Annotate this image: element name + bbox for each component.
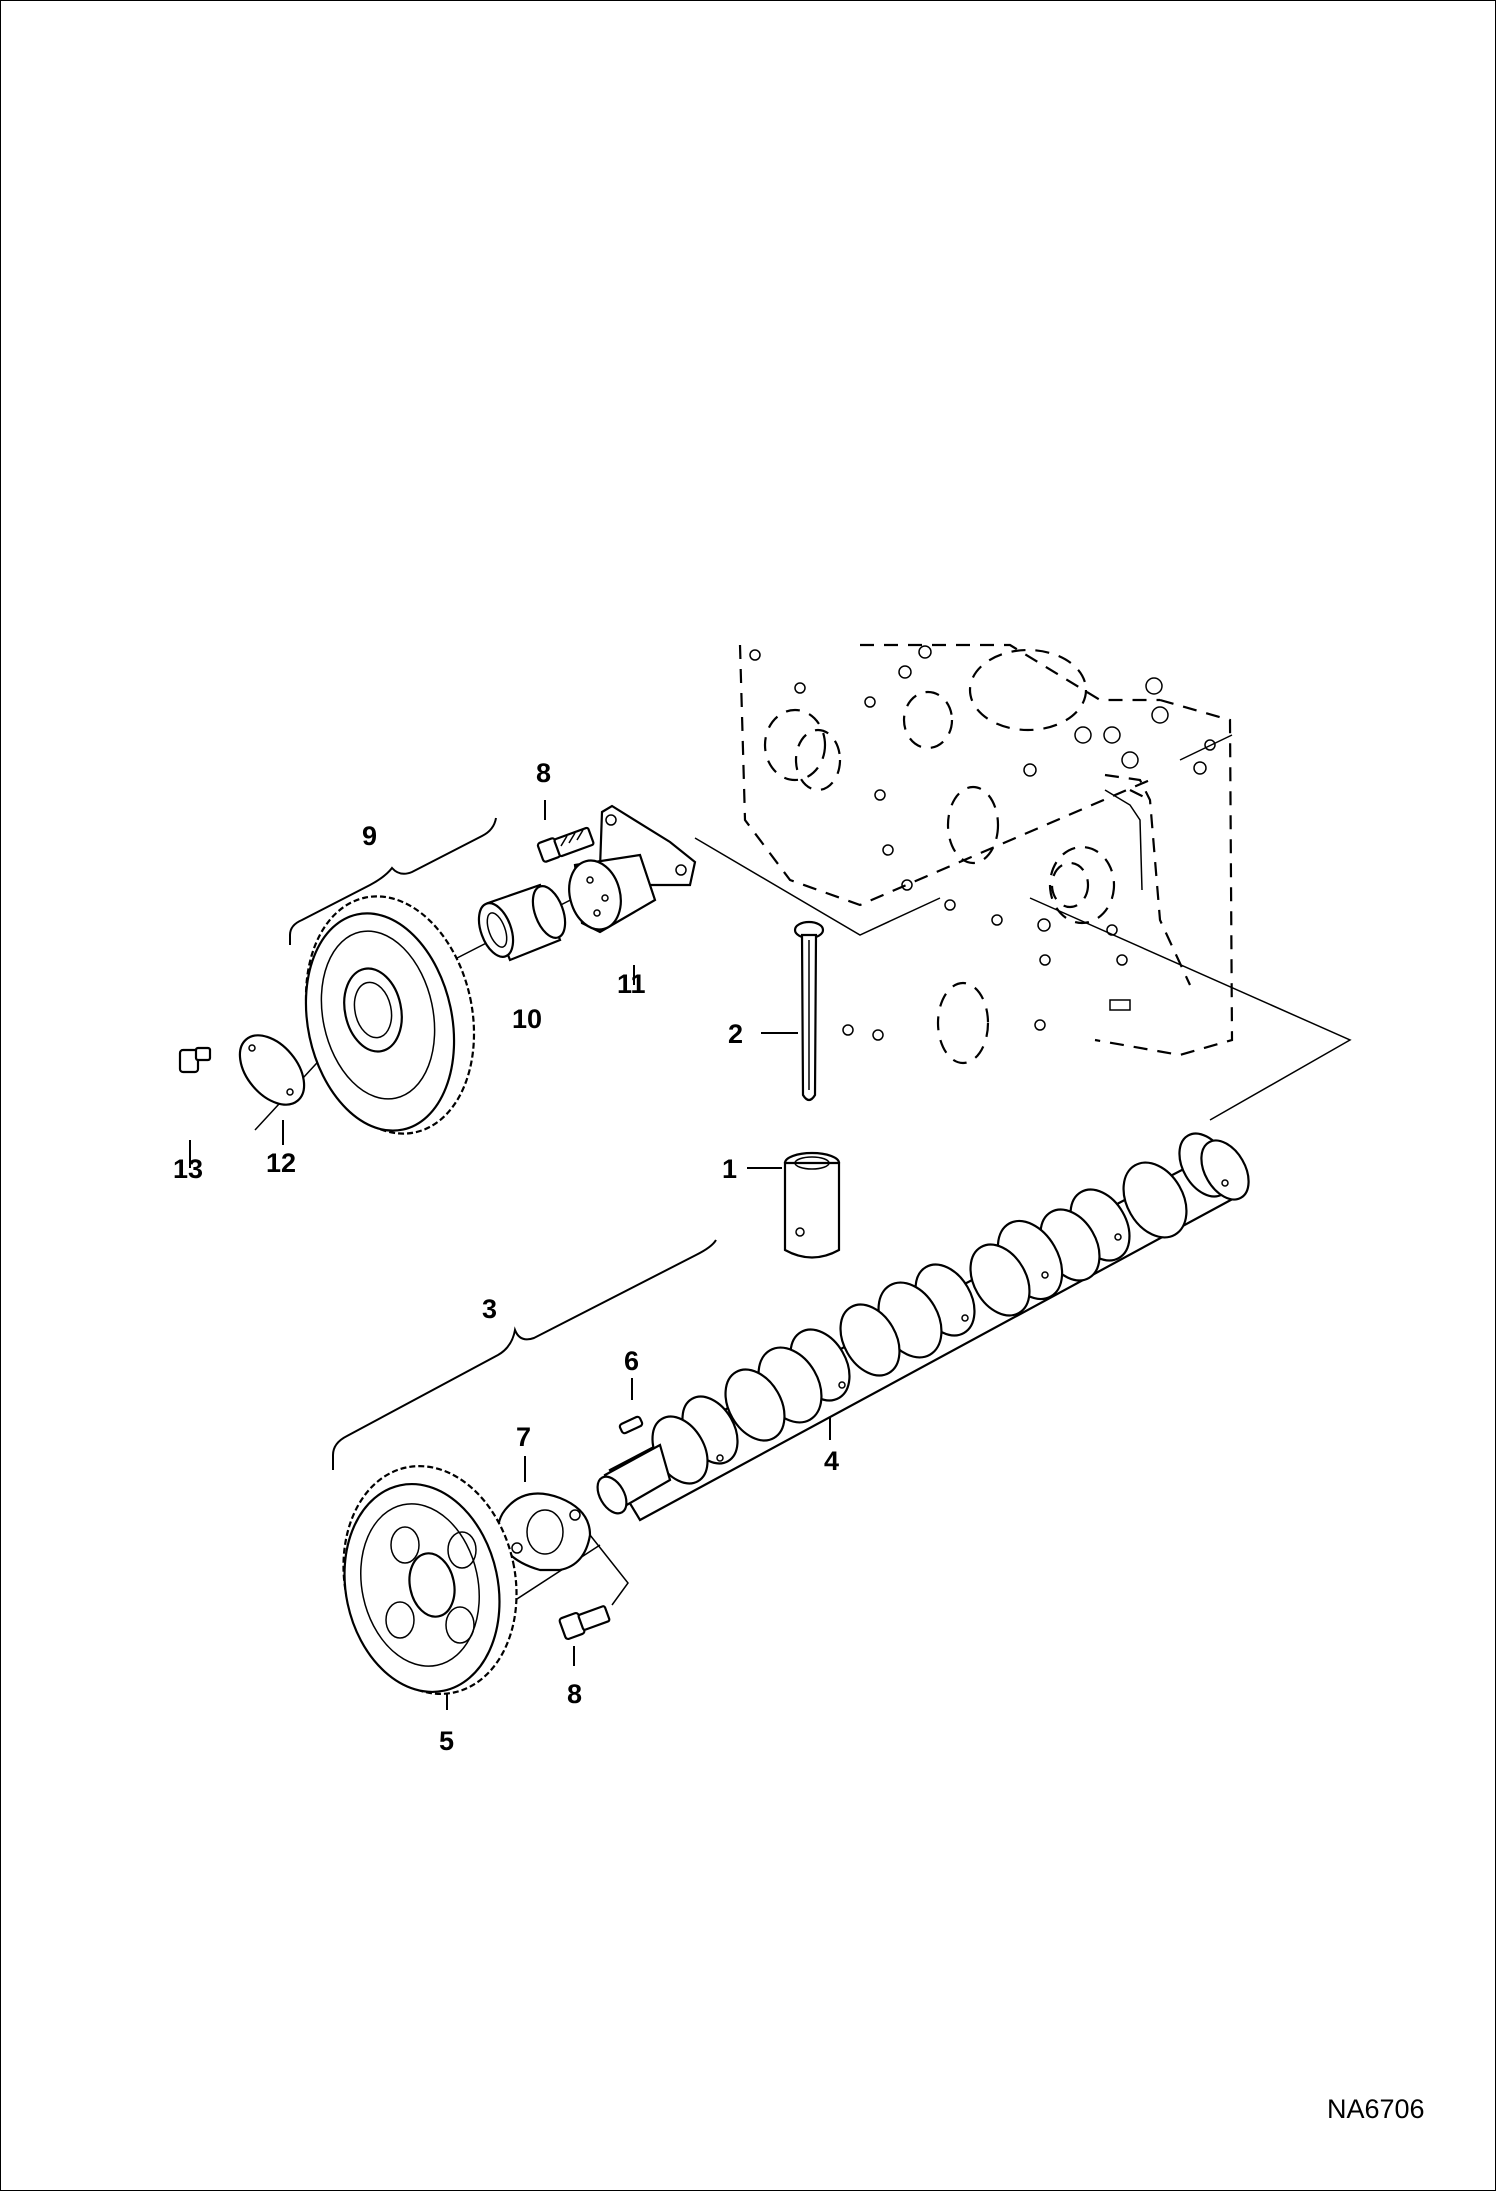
callout-13: 13 xyxy=(173,1154,203,1184)
callout-1: 1 xyxy=(722,1154,737,1184)
bolt-part-13 xyxy=(178,1046,212,1074)
key-part-6 xyxy=(618,1415,644,1435)
bushing-part-10 xyxy=(477,883,567,962)
callouts: 1 2 3 4 5 6 7 8 8 9 10 11 12 13 xyxy=(173,758,839,1756)
callout-10: 10 xyxy=(512,1004,542,1034)
bolt-part-8-lower xyxy=(558,1605,611,1641)
figure-id: NA6706 xyxy=(1327,2094,1425,2124)
push-rod-part-2 xyxy=(793,920,825,1102)
thrust-plate-part-12 xyxy=(238,1034,306,1106)
assembly-brace-9 xyxy=(289,817,497,945)
callout-5: 5 xyxy=(439,1726,454,1756)
callout-2: 2 xyxy=(728,1019,743,1049)
idler-gear-part-9 xyxy=(304,895,476,1135)
camshaft-part-4 xyxy=(596,1132,1250,1522)
callout-12: 12 xyxy=(266,1148,296,1178)
callout-6: 6 xyxy=(624,1346,639,1376)
bearing-housing-part-11 xyxy=(568,804,697,934)
callout-3: 3 xyxy=(482,1294,497,1324)
callout-8-lower: 8 xyxy=(567,1679,582,1709)
assembly-brace-3 xyxy=(332,1239,717,1470)
cam-gear-part-5 xyxy=(342,1465,518,1695)
callout-7: 7 xyxy=(516,1422,531,1452)
engine-block xyxy=(738,643,1234,1065)
callout-11: 11 xyxy=(617,969,646,999)
bolt-part-8-upper xyxy=(536,826,595,863)
tappet-part-1 xyxy=(783,1151,841,1259)
callout-8-upper: 8 xyxy=(536,758,551,788)
callout-4: 4 xyxy=(824,1446,839,1476)
callout-9: 9 xyxy=(362,821,377,851)
